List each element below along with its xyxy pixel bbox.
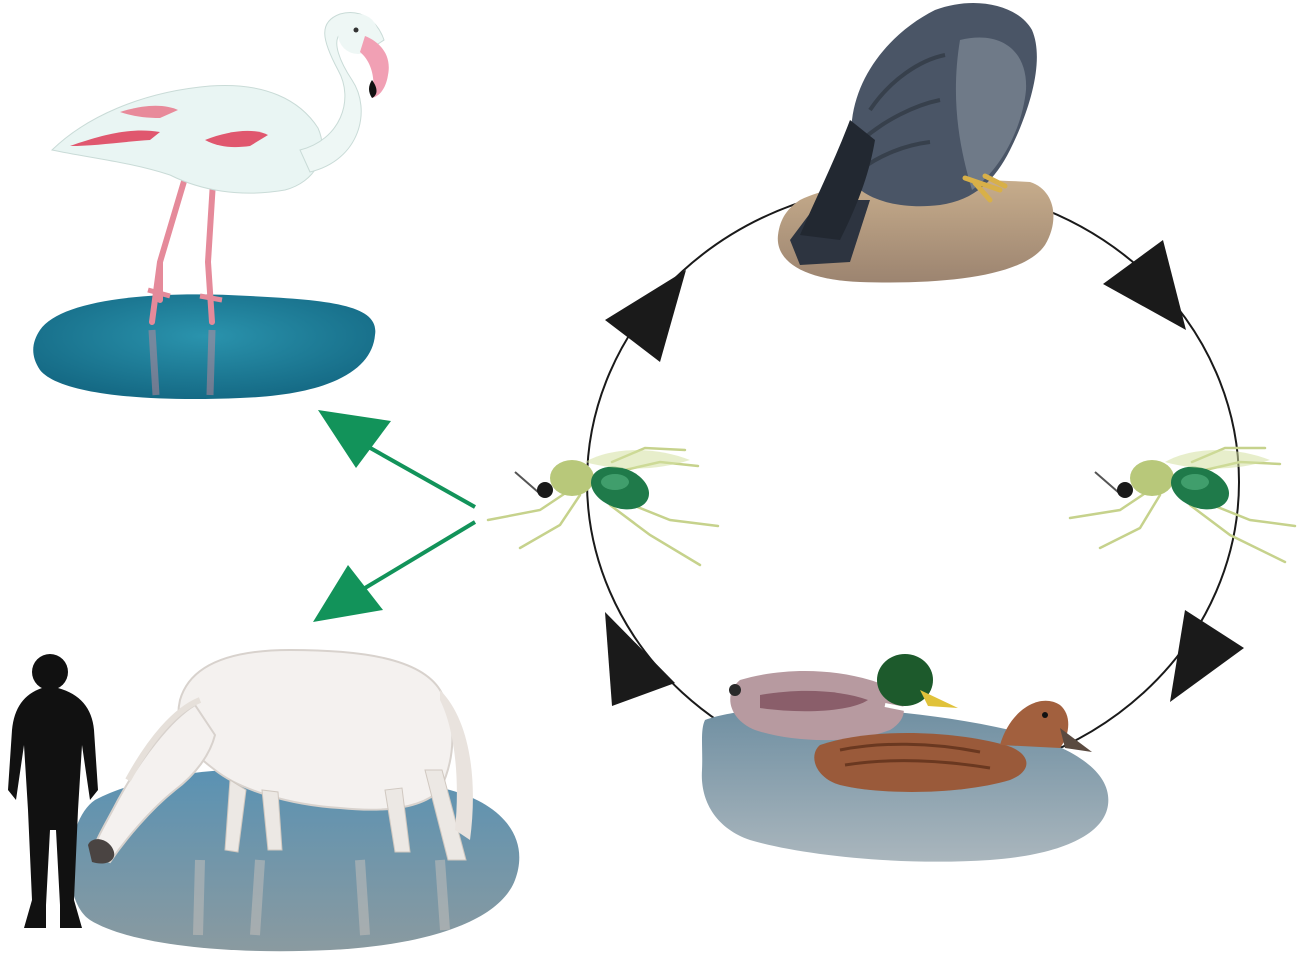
cycle-arrow-upper-left <box>605 270 686 362</box>
spillover-arrow-to-horse-head <box>313 565 383 622</box>
horse-icon <box>70 650 519 951</box>
duck-icon <box>702 654 1109 862</box>
cycle-arrow-lower-left <box>605 612 675 706</box>
falcon-icon <box>778 3 1054 283</box>
flamingo-water <box>33 294 375 399</box>
mosquito-left-icon <box>488 448 718 565</box>
spillover-arrow-to-flamingo-shaft <box>365 445 475 507</box>
mosquito-right-icon <box>1070 448 1295 562</box>
spillover-arrows <box>313 410 475 622</box>
flamingo-icon <box>33 13 389 399</box>
cycle-arrow-upper-right <box>1103 240 1186 330</box>
cycle-arrow-lower-right <box>1170 610 1244 702</box>
spillover-arrow-to-horse-shaft <box>365 522 475 588</box>
spillover-arrow-to-flamingo-head <box>318 410 391 468</box>
